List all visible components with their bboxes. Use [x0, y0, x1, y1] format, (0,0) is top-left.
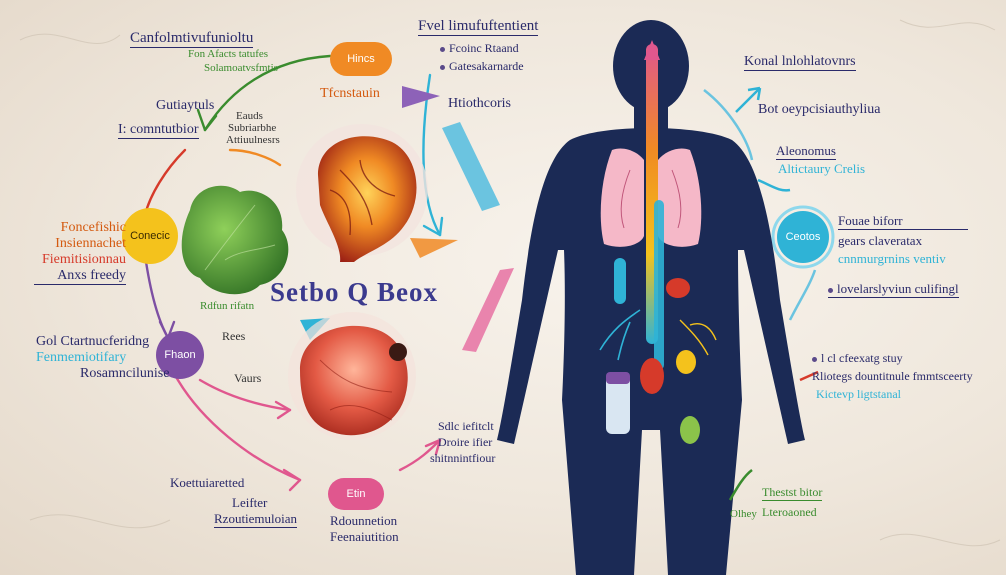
right-arrows [703, 86, 819, 501]
red-label-2: Vaurs [234, 371, 262, 385]
center-item-1-text: Fcoinc Rtaand [449, 41, 519, 55]
center-item-1: Fcoinc Rtaand [440, 41, 519, 56]
bullet-icon [440, 46, 445, 52]
right-list-1-text: l cl cfeexatg stuy [821, 351, 903, 365]
left-top-sub2: Solamoatvsfmtis [204, 62, 278, 74]
yellow-node-label: Conecic [130, 230, 170, 242]
bottom-left-3: Rzoutiemuloian [214, 511, 298, 528]
right-block-line-3: lovelarslyviun culifingl [828, 281, 959, 298]
bottom-caption-1: Rdounnetion [330, 513, 398, 528]
leaf-text-1: Eauds [236, 110, 263, 122]
right-block-line-1: gears claveratax [838, 233, 923, 248]
right-list-3: Kictevp ligtstanal [816, 387, 901, 401]
teal-node-label: Ceotos [785, 231, 821, 243]
gut-label-2: I: comntutbior [118, 122, 199, 140]
left-block-1: Foncefishic Insiennachet Fiemitisionnau … [34, 220, 126, 286]
left-block-2: Gol Ctartnucferidng Fenmemiotifary Rosam… [36, 334, 169, 382]
block1-line-4: Anxs freedy [34, 268, 126, 286]
right-green-bottom: Lteroaoned [762, 505, 817, 519]
center-item-2: Gatesakarnarde [440, 59, 524, 74]
right-list-1: l cl cfeexatg stuy [812, 351, 903, 366]
right-sub-1: Bot oeypcisiauthyliua [758, 102, 881, 117]
bullet-icon [812, 356, 817, 362]
right-list-2: Rliotegs dountitnule fmmtsceerty [812, 369, 973, 383]
right-block-line-3-text: lovelarslyviun culifingl [837, 281, 959, 296]
right-sub-2: Aleonomus [776, 143, 836, 160]
leaf-text-2: Subriarbhe [228, 122, 277, 134]
left-top-title: Canfolmtivufunioltu [130, 30, 254, 49]
diagram-title: Setbo Q Beox [270, 277, 439, 307]
leafy-vegetable-illustration [181, 185, 289, 295]
orange-node-label: Hincs [347, 53, 375, 65]
center-bottom-3: shitnnintfiour [430, 451, 496, 465]
right-top-title: Konal lnlohlatovnrs [744, 54, 856, 72]
block2-line-3: Rosamncilunise [80, 366, 170, 382]
bottom-caption-2: Feenaiutition [330, 529, 399, 544]
right-block-line-2: cnnmurgrnins ventiv [838, 251, 946, 266]
center-bottom-2: Droire ifier [438, 435, 493, 449]
liver-illustration [288, 312, 416, 440]
bottom-left-1: Koettuiaretted [170, 475, 245, 490]
right-green-top: Thestst bitor [762, 485, 823, 501]
center-item-2-text: Gatesakarnarde [449, 59, 524, 73]
right-sub-3: Altictaury Crelis [778, 161, 866, 176]
right-green-small: Olhey [730, 508, 757, 520]
node-circles [122, 42, 835, 510]
background-scribbles [19, 19, 1001, 547]
bullet-icon [828, 287, 833, 293]
bullet-icon [440, 64, 445, 70]
block1-line-2: Insiennachet [55, 236, 126, 252]
bottom-left-2: Leifter [232, 495, 268, 510]
leaf-text-3: Attiuulnesrs [226, 134, 280, 146]
red-label-1: Rees [222, 329, 246, 343]
internal-organs [599, 40, 717, 444]
center-middle-label: Htiothcoris [448, 96, 511, 111]
gut-label-1: Gutiaytuls [156, 98, 215, 113]
purple-node-label: Fhaon [164, 349, 196, 361]
green-caption: Rdfun rifatn [200, 300, 255, 312]
pink-node-label: Etin [346, 488, 366, 500]
center-bottom-1: Sdlc iefitclt [438, 419, 494, 433]
block1-line-1: Foncefishic [60, 220, 126, 235]
stomach-illustration [296, 124, 428, 262]
orange-node-caption: Tfcnstauin [320, 86, 380, 101]
left-top-sub1: Fon Afacts tatufes [188, 48, 269, 60]
center-top-title: Fvel limufuftentient [418, 18, 539, 37]
right-block-title: Fouae biforr [838, 213, 968, 230]
block1-line-3: Fiemitisionnau [42, 252, 126, 268]
block2-line-1: Gol Ctartnucferidng [36, 334, 150, 349]
block2-line-2: Fenmemiotifary [36, 350, 127, 366]
